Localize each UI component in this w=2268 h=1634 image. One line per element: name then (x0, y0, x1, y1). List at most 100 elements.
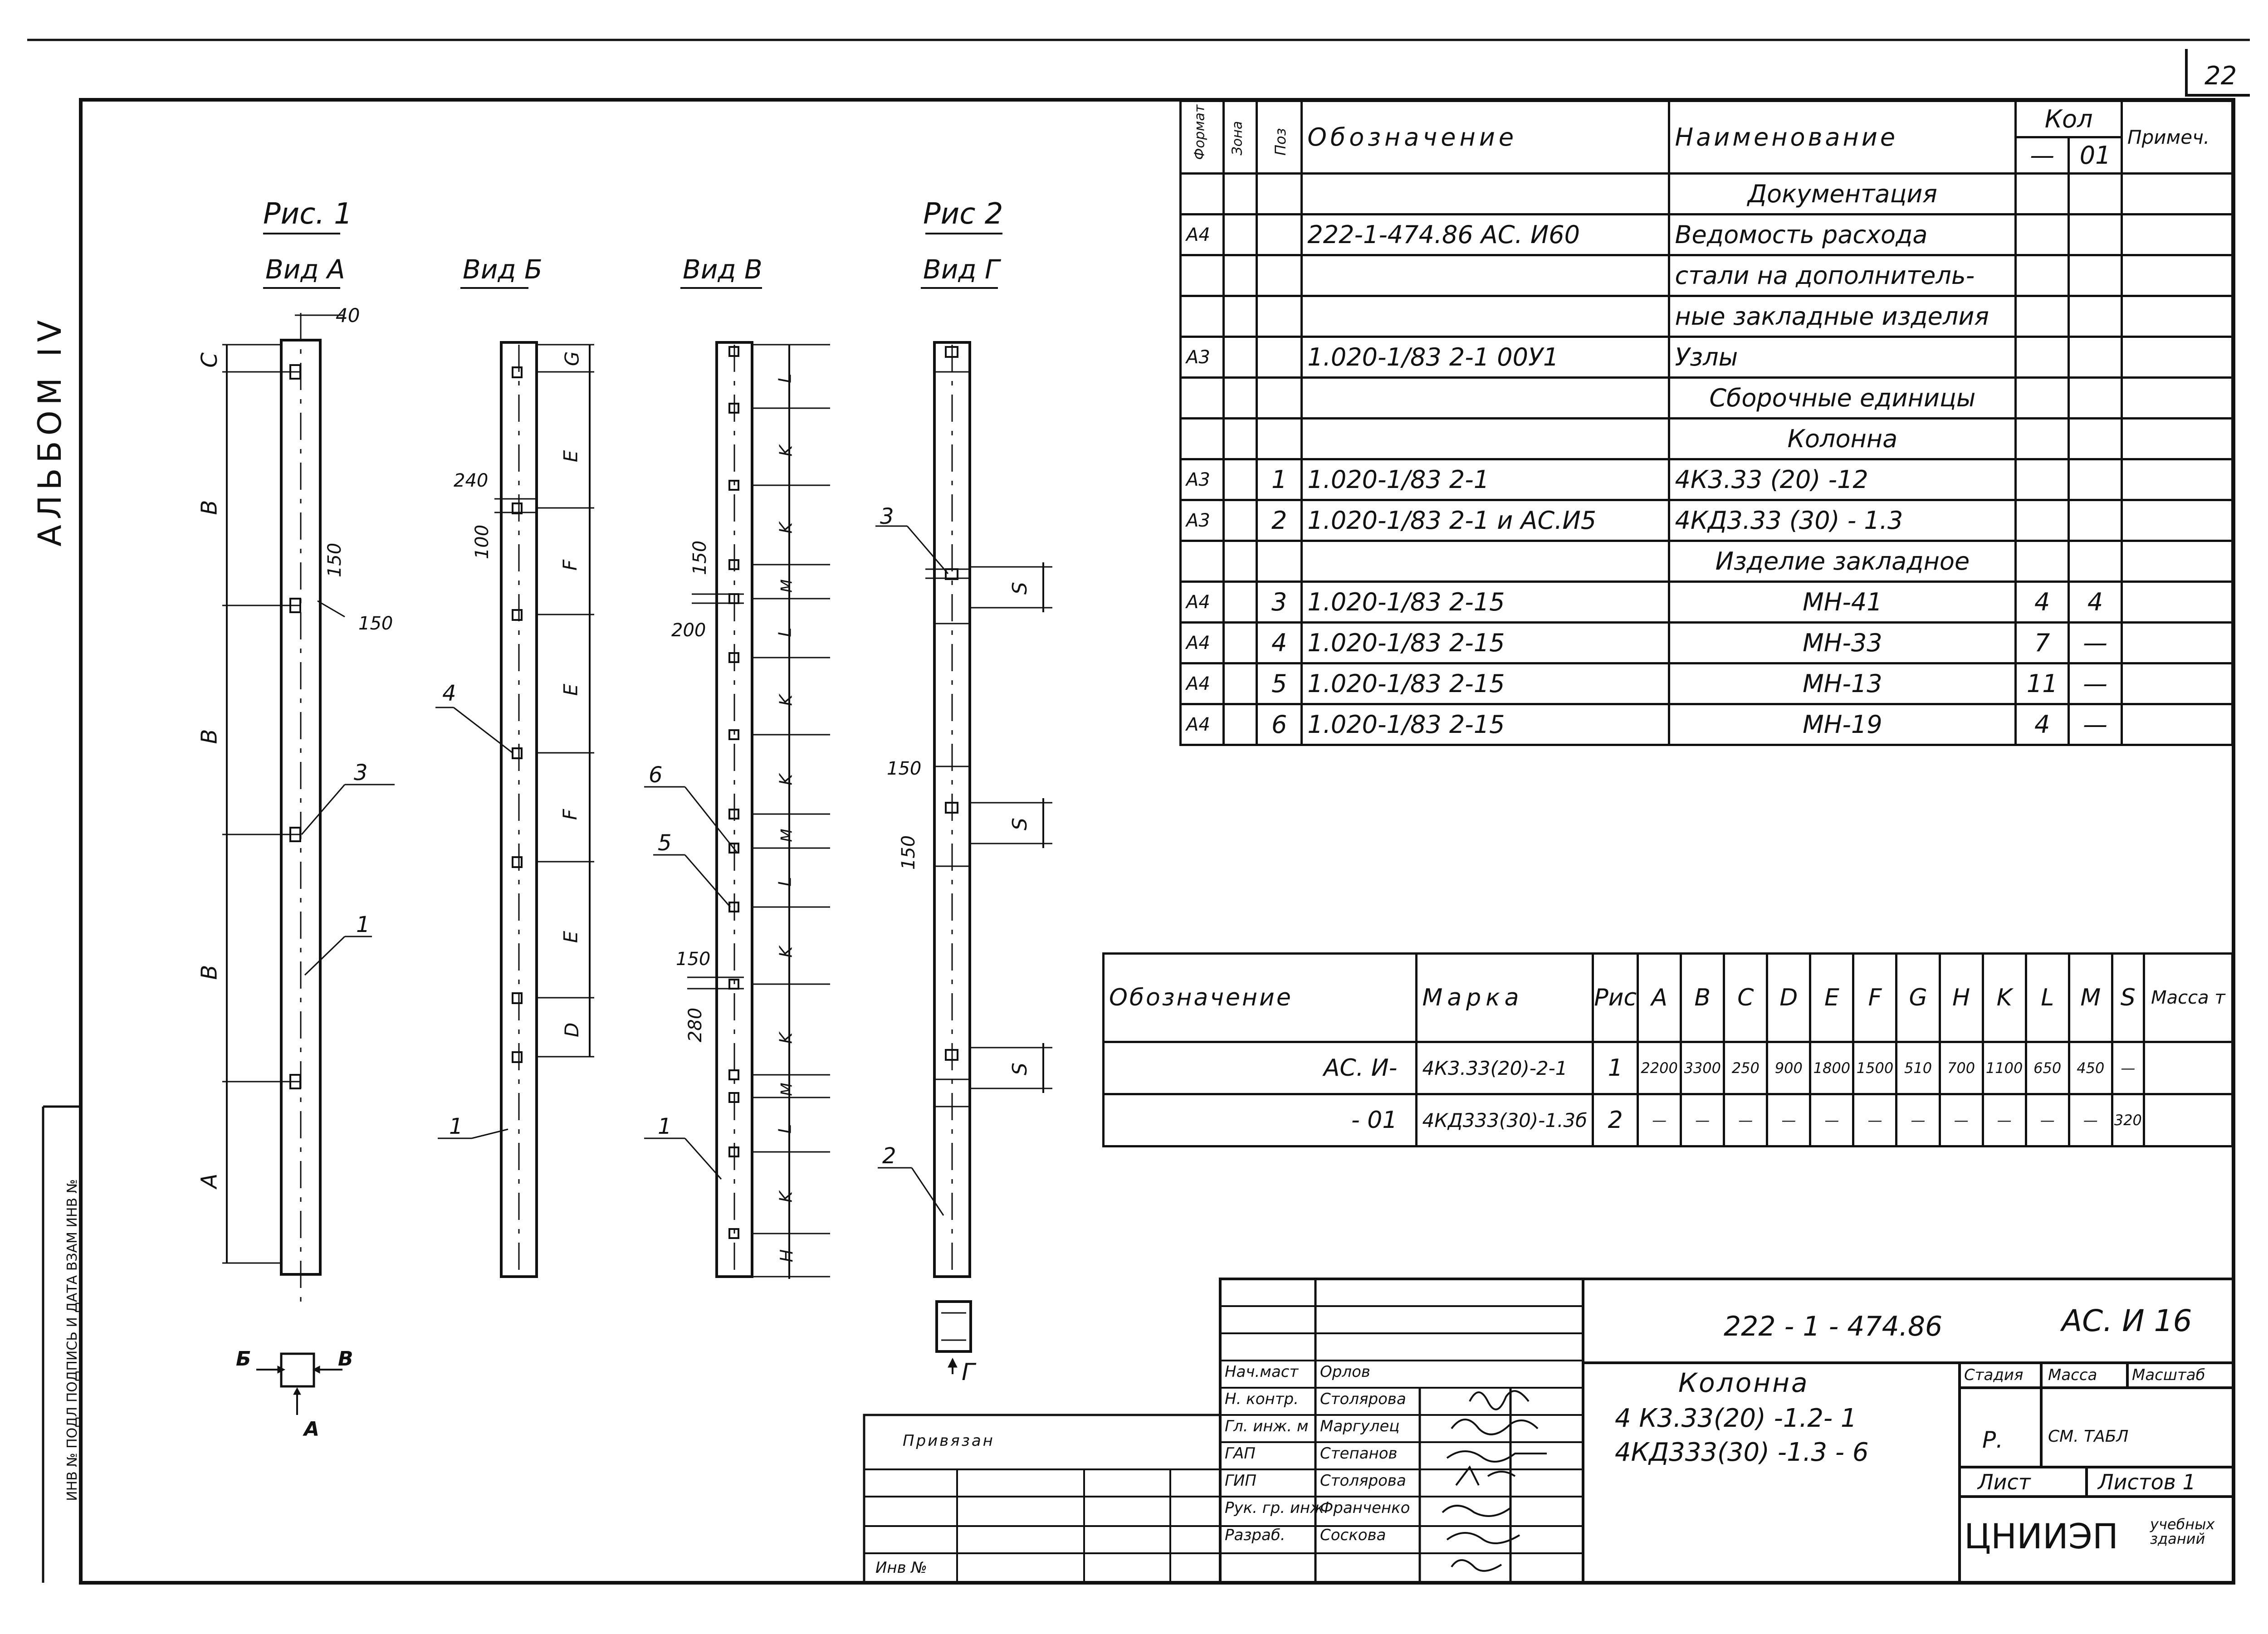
header-zone: Зона (1229, 121, 1246, 156)
dim-header-cell: D (1766, 952, 1812, 1043)
dim-header-cell: H (1938, 952, 1984, 1043)
spec-cell-pos: 2 (1255, 499, 1303, 542)
dim-num-40: 40 (336, 304, 360, 327)
spec-cell-note (2121, 703, 2234, 746)
spec-cell-designation (1300, 295, 1671, 338)
scale-label: Масштаб (2132, 1366, 2205, 1384)
dim-label-l1: L (775, 373, 795, 383)
spec-cell-zone (1222, 458, 1258, 501)
pos-label-5: 5 (658, 830, 672, 856)
person-name: Столярова (1320, 1390, 1406, 1408)
spec-cell-format (1179, 254, 1225, 297)
dim-cell: — (2024, 1093, 2070, 1147)
spec-cell-designation: 1.020-1/83 2-15 (1300, 703, 1671, 746)
spec-cell-qty-01 (2068, 254, 2123, 297)
dim-cell: 650 (2024, 1041, 2070, 1095)
spec-cell-pos (1255, 540, 1303, 583)
dim-header-cell: S (2111, 952, 2145, 1043)
dim-label-m1: M (777, 579, 796, 593)
spec-cell-note (2121, 336, 2234, 379)
dim-label-c: C (196, 352, 222, 368)
spec-cell-zone (1222, 376, 1258, 419)
spec-cell-pos (1255, 172, 1303, 215)
pos-label-6: 6 (649, 762, 663, 788)
role-label: Гл. инж. м (1225, 1417, 1309, 1435)
dim-cell: — (1852, 1093, 1898, 1147)
binder-stamp: ИНВ № ПОДЛ ПОДПИСЬ И ДАТА ВЗАМ ИНВ № (64, 1179, 80, 1501)
dim-label-k4: K (776, 774, 796, 785)
doc-code: 222 - 1 - 474.86 (1724, 1311, 1943, 1342)
dim-label-a: A (196, 1173, 222, 1189)
spec-cell-qty-base: 4 (2014, 580, 2070, 624)
dim-label-k2: K (776, 522, 796, 534)
spec-cell-name: Колонна (1668, 417, 2017, 460)
spec-cell-name: Узлы (1668, 336, 2017, 379)
spec-cell-note (2121, 295, 2234, 338)
spec-cell-zone (1222, 703, 1258, 746)
spec-cell-qty-01: 4 (2068, 580, 2123, 624)
mass-value: СМ. ТАБЛ (2048, 1427, 2129, 1446)
spec-row: стали на дополнитель- (1179, 254, 2234, 297)
header-qty-base: — (2014, 136, 2070, 175)
sheet-label: Лист (1978, 1470, 2031, 1494)
dim-cell: — (1938, 1093, 1984, 1147)
spec-cell-qty-base (2014, 254, 2070, 297)
spec-cell-note (2121, 499, 2234, 542)
spec-cell-format: А4 (1179, 621, 1225, 664)
spec-cell-qty-base (2014, 499, 2070, 542)
spec-cell-designation (1300, 417, 1671, 460)
dim-cell (2142, 1093, 2234, 1147)
spec-cell-zone (1222, 499, 1258, 542)
spec-cell-pos: 3 (1255, 580, 1303, 624)
dim-label-e1: E (559, 450, 582, 463)
spec-cell-qty-base: 7 (2014, 621, 2070, 664)
role-label: Рук. гр. инж (1225, 1499, 1324, 1517)
view-b-label: Вид Б (463, 254, 543, 285)
spec-cell-note (2121, 172, 2234, 215)
org-name: ЦНИИЭП (1964, 1516, 2119, 1556)
spec-cell-qty-base (2014, 295, 2070, 338)
role-label: Н. контр. (1225, 1390, 1299, 1408)
dim-cell: 1100 (1981, 1041, 2027, 1095)
dim-cell: — (1723, 1093, 1769, 1147)
dim-cell: - 01 (1102, 1093, 1418, 1147)
spec-cell-pos: 1 (1255, 458, 1303, 501)
dim-label-l3: L (775, 877, 795, 887)
dim-cell: 3300 (1680, 1041, 1725, 1095)
dim-label-g: G (561, 351, 583, 366)
page-number: 22 (2204, 61, 2237, 91)
dim-num-150-a2: 150 (358, 613, 393, 634)
spec-cell-note (2121, 458, 2234, 501)
spec-table: Формат Зона Поз Обозначение Наименование… (1179, 100, 2234, 746)
fig2-title: Рис 2 (923, 197, 1003, 231)
spec-cell-designation: 1.020-1/83 2-1 00У1 (1300, 336, 1671, 379)
dim-cell: — (1809, 1093, 1855, 1147)
spec-cell-name: Изделие закладное (1668, 540, 2017, 583)
spec-cell-format: А3 (1179, 458, 1225, 501)
spec-cell-qty-base (2014, 458, 2070, 501)
spec-cell-name: МН-19 (1668, 703, 2017, 746)
spec-cell-designation: 1.020-1/83 2-1 (1300, 458, 1671, 501)
dim-header-cell: E (1809, 952, 1855, 1043)
spec-row: Изделие закладное (1179, 540, 2234, 583)
dim-label-m2: M (777, 829, 796, 842)
spec-cell-qty-base (2014, 213, 2070, 256)
dim-label-d: D (561, 1022, 583, 1038)
pos-label-3a: 3 (354, 760, 368, 785)
dim-header-cell: L (2024, 952, 2070, 1043)
dim-cell: — (2111, 1041, 2145, 1095)
spec-cell-pos: 6 (1255, 703, 1303, 746)
spec-cell-zone (1222, 172, 1258, 215)
header-note: Примеч. (2121, 100, 2234, 175)
spec-cell-format (1179, 540, 1225, 583)
album-label: АЛЬБОМ IV (31, 315, 68, 546)
dim-header-cell: Марка (1415, 952, 1594, 1043)
spec-cell-note (2121, 621, 2234, 664)
spec-cell-name: Ведомость расхода (1668, 213, 2017, 256)
dim-num-150-g2: 150 (898, 835, 919, 870)
